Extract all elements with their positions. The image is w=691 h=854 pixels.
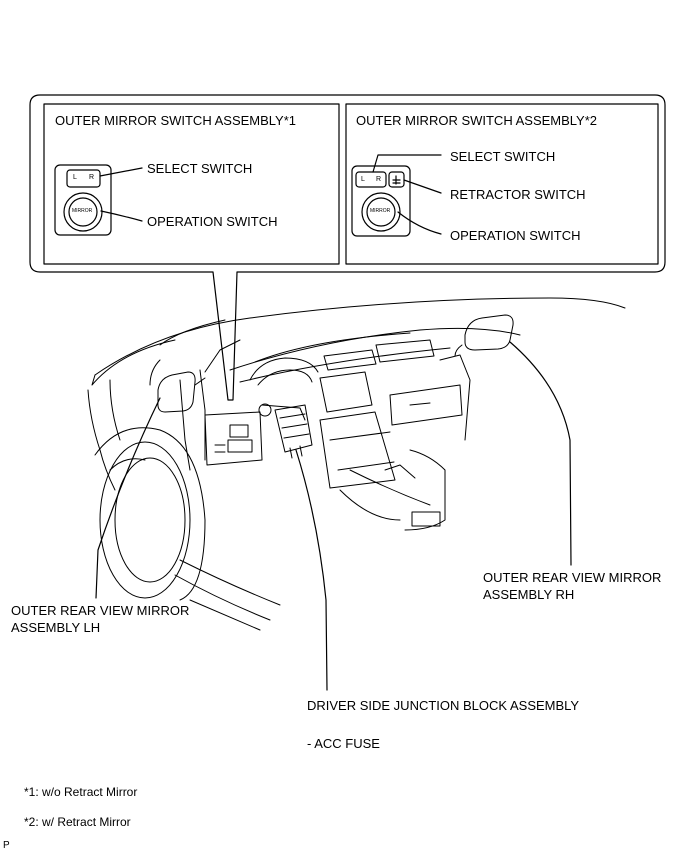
panel-right-box	[345, 103, 659, 265]
panel-left-title: OUTER MIRROR SWITCH ASSEMBLY*1	[55, 113, 297, 128]
panel-right-retractor-switch-label: RETRACTOR SWITCH	[450, 187, 586, 202]
panel-right-key-r: R	[376, 176, 382, 183]
left-switch-illustration	[54, 164, 112, 236]
panel-left-key-l: L	[73, 174, 77, 181]
vehicle-interior-drawing	[87, 297, 626, 631]
panel-left-operation-switch-label: OPERATION SWITCH	[147, 214, 278, 229]
switch-callout-frame	[29, 94, 666, 401]
right-operation-leader	[397, 211, 442, 235]
acc-fuse-label: - ACC FUSE	[307, 736, 380, 751]
right-retractor-leader	[403, 179, 442, 194]
panel-right-key-l: L	[361, 176, 365, 183]
left-operation-leader	[100, 210, 143, 222]
panel-left-box	[43, 103, 340, 265]
panel-left-key-r: R	[89, 174, 95, 181]
junction-block-label: DRIVER SIDE JUNCTION BLOCK ASSEMBLY	[307, 698, 580, 713]
mirror-lh-label-line2: ASSEMBLY LH	[11, 620, 101, 635]
footnote-2: *2: w/ Retract Mirror	[24, 815, 131, 829]
right-select-leader	[372, 154, 442, 173]
leader-junction	[295, 449, 328, 691]
corner-mark: P	[3, 840, 10, 851]
panel-right-mirror-text: MIRROR	[370, 208, 391, 214]
mirror-lh-label-line1: OUTER REAR VIEW MIRROR	[11, 603, 190, 618]
panel-right-operation-switch-label: OPERATION SWITCH	[450, 228, 581, 243]
mirror-rh-label-line1: OUTER REAR VIEW MIRROR	[483, 570, 662, 585]
panel-left-mirror-text: MIRROR	[72, 208, 93, 214]
footnote-1: *1: w/o Retract Mirror	[24, 785, 138, 799]
mirror-lh	[157, 371, 196, 413]
panel-right-select-switch-label: SELECT SWITCH	[450, 149, 556, 164]
mirror-rh-label-line2: ASSEMBLY RH	[483, 587, 575, 602]
panel-left-select-switch-label: SELECT SWITCH	[147, 161, 253, 176]
panel-right-title: OUTER MIRROR SWITCH ASSEMBLY*2	[356, 113, 598, 128]
leader-mirror-lh	[95, 397, 161, 599]
leader-mirror-rh	[509, 341, 572, 566]
mirror-rh	[464, 314, 514, 351]
junction-block	[274, 404, 313, 453]
left-select-leader	[99, 167, 143, 177]
